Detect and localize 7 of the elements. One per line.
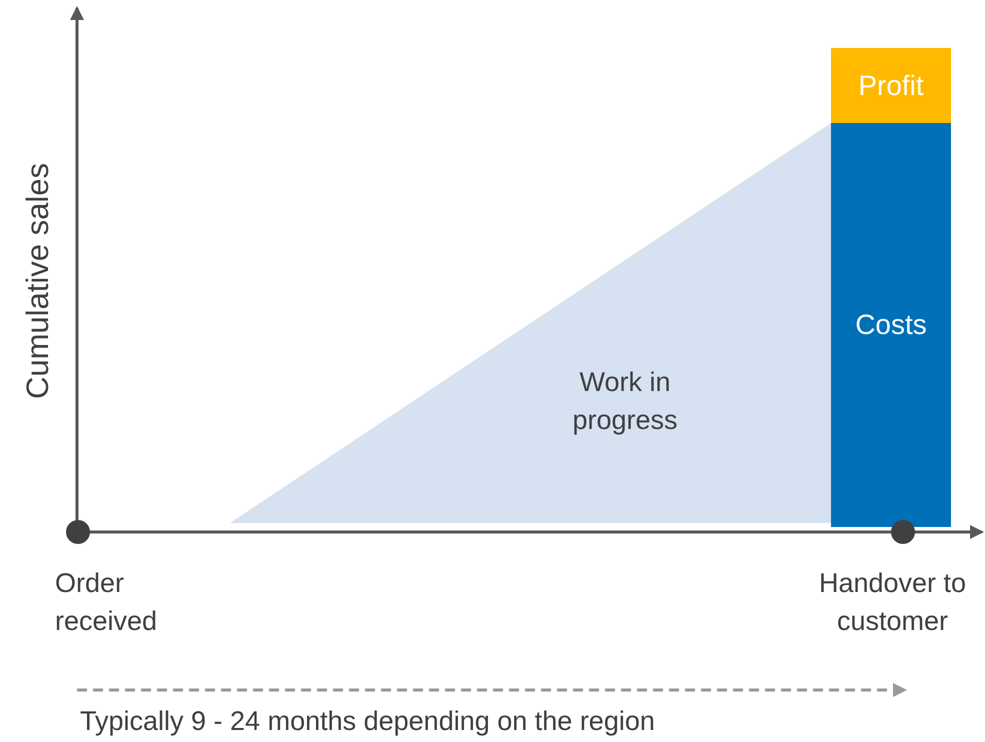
area-label: Work in progress <box>571 366 679 437</box>
milestone-label: Handover to customer <box>818 567 968 638</box>
duration-note: Typically 9 - 24 months depending on the region <box>80 705 656 738</box>
profit-bar-segment: Profit <box>831 48 951 123</box>
costs-bar-segment: Costs <box>831 123 951 527</box>
milestone-label: Order received <box>55 567 158 638</box>
axis-title: Cumulative sales <box>19 162 56 402</box>
